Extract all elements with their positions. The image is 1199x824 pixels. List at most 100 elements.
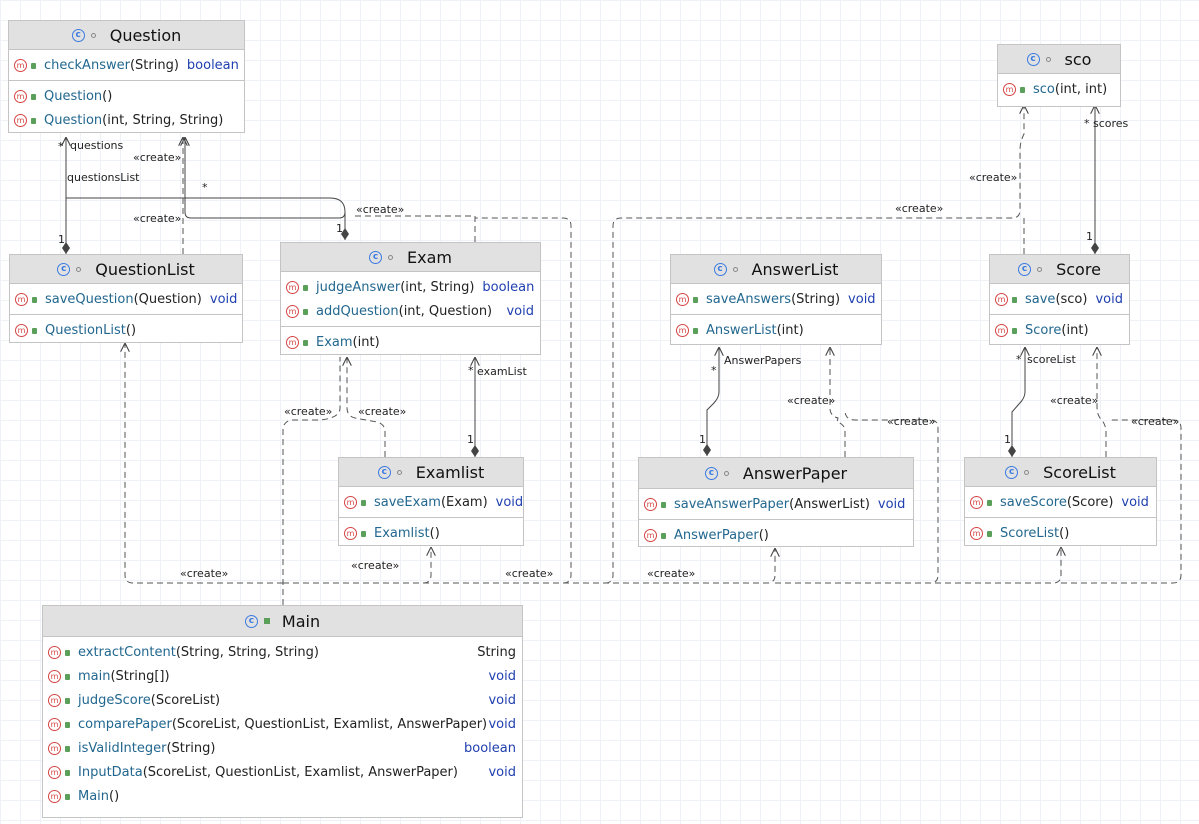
method-params: (int, String) [400, 279, 475, 295]
method-params: () [429, 525, 440, 541]
method-params: (Question) [133, 291, 202, 307]
static-lock-icon [65, 674, 70, 680]
class-name: AnswerList [751, 259, 839, 279]
method-icon: m [1003, 82, 1016, 96]
label-create-main-1: «create» [180, 567, 229, 580]
label-create-score-1: «create» [1050, 394, 1099, 407]
method-params: (int, String, String) [102, 112, 224, 128]
label-questions-star: * [58, 140, 64, 153]
visibility-icon [388, 254, 394, 260]
method-params: () [1059, 525, 1070, 541]
method-return: void [1121, 494, 1149, 510]
label-scores-star: * [1084, 117, 1090, 130]
public-lock-icon [32, 328, 37, 334]
label-create-q1: «create» [133, 151, 182, 164]
method-name: saveQuestion [45, 291, 134, 307]
label-one-score: 1 [1086, 230, 1093, 243]
dep-main-questionlist [125, 343, 283, 584]
public-lock-icon [693, 328, 698, 334]
method-name: isValidInteger [78, 740, 167, 756]
method-icon: m [48, 765, 61, 779]
visibility-icon [723, 470, 729, 476]
class-header: c AnswerList [671, 255, 881, 283]
public-lock-icon [361, 531, 366, 537]
method-name: checkAnswer [44, 57, 130, 73]
class-name: Score [1056, 259, 1101, 279]
public-lock-icon [303, 309, 308, 315]
method-icon: m [344, 495, 357, 509]
method-params: (String) [791, 291, 841, 307]
method-icon: m [644, 528, 657, 542]
method-name: judgeScore [78, 692, 151, 708]
public-lock-icon [1020, 87, 1025, 93]
label-scores: scores [1093, 117, 1129, 130]
dep-main-score [1061, 419, 1182, 584]
method-name: Question [44, 112, 103, 128]
method-icon: m [970, 526, 983, 540]
class-name: sco [1064, 49, 1092, 69]
class-icon: c [71, 28, 85, 42]
method-icon: m [970, 495, 983, 509]
method-params: () [102, 88, 113, 104]
class-header: c Examlist [339, 458, 523, 486]
public-lock-icon [303, 340, 308, 346]
label-create-al-2: «create» [887, 415, 936, 428]
label-examlist-star: * [468, 364, 474, 377]
class-name: ScoreList [1043, 462, 1116, 482]
class-name: Question [109, 25, 182, 45]
dep-main-answerlist [775, 409, 939, 584]
method-params: () [109, 788, 120, 804]
public-lock-icon [661, 502, 666, 508]
method-params: (ScoreList, QuestionList, Examlist, Answ… [171, 716, 488, 732]
class-icon: c [369, 250, 383, 264]
class-icon: c [1005, 465, 1019, 479]
method-name: judgeAnswer [316, 279, 401, 295]
method-return: void [848, 291, 876, 307]
method-icon: m [48, 645, 61, 659]
public-lock-icon [987, 500, 992, 506]
class-icon: c [1026, 52, 1040, 66]
method-name: sco [1033, 81, 1055, 97]
